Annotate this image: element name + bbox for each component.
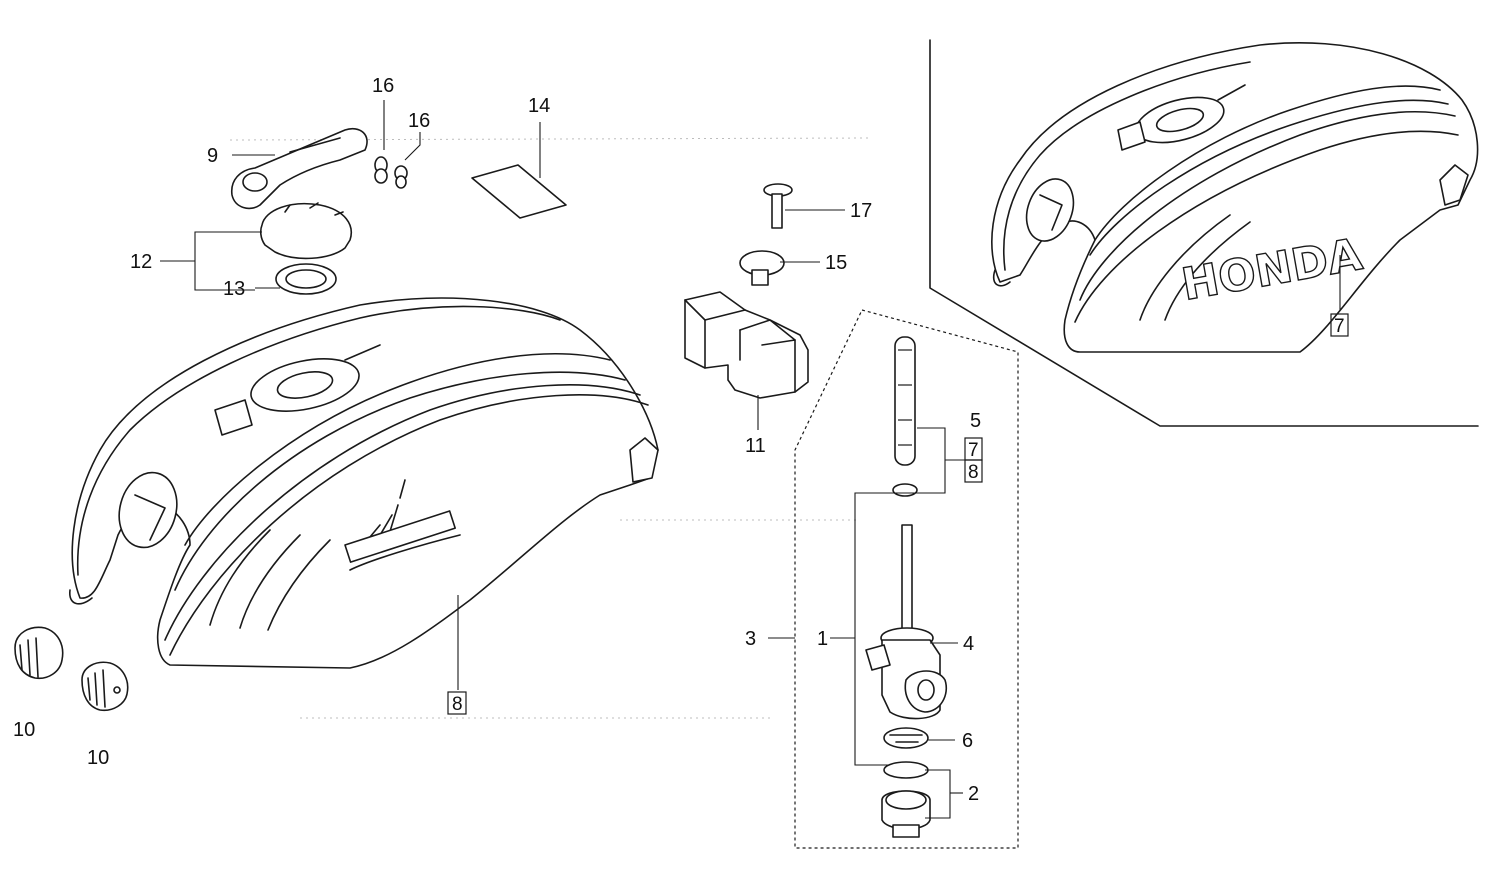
label-9: 9 — [207, 145, 218, 167]
label-3: 3 — [745, 628, 756, 650]
knob-10b — [81, 661, 129, 712]
nut-16a — [374, 156, 388, 184]
label-2: 2 — [968, 783, 979, 805]
leader-lines — [160, 100, 1341, 819]
boxed-labels: 7 7 8 8 — [447, 313, 1349, 715]
label-16a: 16 — [372, 75, 394, 97]
boxed-label-8-cock: 8 — [968, 462, 979, 483]
label-11: 11 — [745, 435, 766, 457]
label-12: 12 — [130, 251, 152, 273]
boxed-label-7-cock: 7 — [968, 440, 979, 461]
cap-gasket-13 — [275, 263, 337, 295]
label-16b: 16 — [408, 110, 430, 132]
tank-wing-emblem — [344, 479, 461, 571]
collar-15 — [739, 250, 785, 286]
fuel-cap-12 — [259, 202, 352, 260]
label-13: 13 — [223, 278, 245, 300]
label-10b: 10 — [87, 747, 109, 769]
label-15: 15 — [825, 252, 847, 274]
label-4: 4 — [963, 633, 974, 655]
label-6: 6 — [962, 730, 973, 752]
fuel-cock-4 — [865, 524, 947, 720]
label-1: 1 — [817, 628, 828, 650]
strainer-5 — [892, 336, 918, 497]
construction-lines — [229, 137, 871, 719]
fuel-cock-box — [794, 309, 1019, 849]
label-17: 17 — [850, 200, 872, 222]
part-labels: 1 2 3 4 5 6 9 10 10 11 12 13 14 15 16 16… — [13, 75, 981, 805]
caution-label-14 — [471, 164, 567, 219]
rubber-mount-11 — [684, 291, 809, 399]
fuel-tank-variant-7: HONDA — [991, 42, 1479, 353]
bolt-17 — [763, 183, 793, 229]
cap-cover-9 — [230, 128, 368, 210]
label-14: 14 — [528, 95, 550, 117]
inset-panel — [929, 39, 1479, 427]
boxed-label-8-tank: 8 — [452, 694, 463, 715]
fuel-tank-8 — [69, 297, 659, 669]
nut-16b — [394, 165, 408, 189]
label-5: 5 — [970, 410, 981, 432]
boxed-label-7-inset: 7 — [1334, 316, 1345, 337]
knob-10a — [14, 626, 64, 680]
label-10a: 10 — [13, 719, 35, 741]
packing-6 — [883, 727, 929, 749]
sediment-cup-2 — [881, 761, 931, 838]
